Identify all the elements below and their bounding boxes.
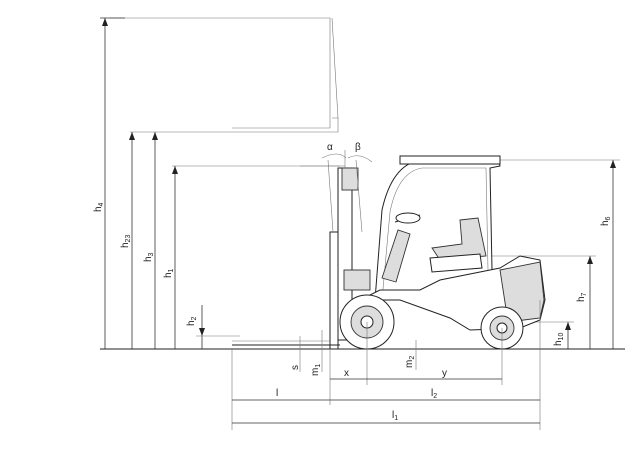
bottom-dimensions (231, 300, 541, 430)
carriage (343, 269, 371, 291)
label-x: x (344, 368, 349, 379)
h4-dimension (100, 17, 125, 349)
label-m2: m2 (404, 356, 416, 368)
h10-dimension (520, 321, 574, 349)
label-alpha: α (327, 142, 333, 153)
label-l: l (276, 388, 278, 399)
label-m1: m1 (310, 364, 322, 376)
label-h1: h1 (163, 268, 175, 278)
label-h7: h7 (576, 292, 588, 302)
label-h2: h2 (186, 316, 198, 326)
tilt-angles (321, 150, 373, 168)
mast (327, 159, 363, 350)
label-beta: β (355, 142, 361, 153)
label-l1: l1 (392, 410, 398, 422)
label-h23: h23 (120, 235, 132, 248)
forks (232, 340, 340, 350)
h2-dimension (196, 305, 240, 349)
h6-dimension (500, 159, 620, 349)
raised-fork-outline (110, 17, 339, 133)
label-l2: l2 (431, 388, 437, 400)
label-h6: h6 (600, 216, 612, 226)
label-h10: h10 (553, 333, 565, 346)
steering-column (381, 212, 421, 283)
seat (429, 217, 487, 273)
label-s: s (290, 365, 301, 370)
h7-dimension (480, 255, 596, 349)
label-y: y (442, 368, 447, 379)
label-h3: h3 (143, 252, 155, 262)
label-h4: h4 (93, 202, 105, 212)
